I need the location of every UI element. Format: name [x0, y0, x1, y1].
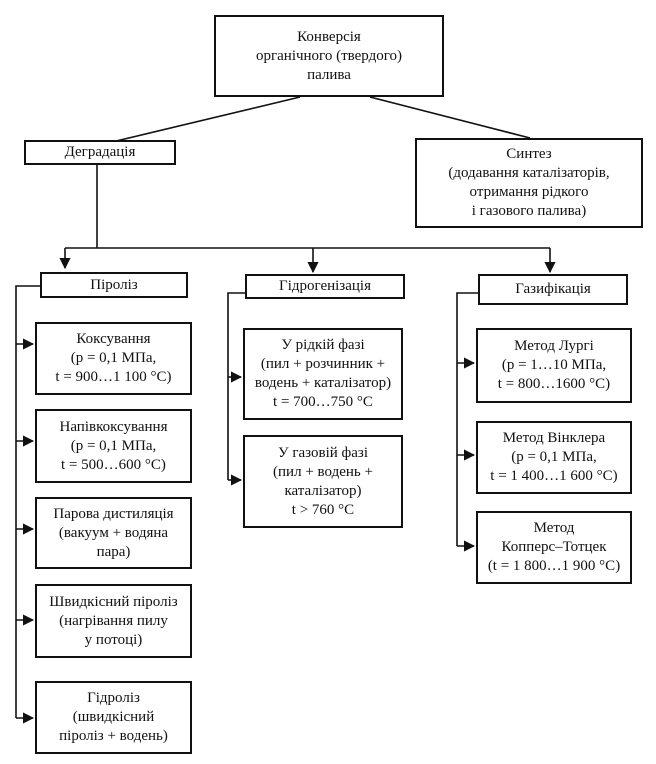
hydrogenation-item-gazova: У газовій фазі (пил + водень + каталізат… [243, 435, 403, 528]
item-line: (p = 0,1 МПа, [511, 449, 597, 465]
item-line: t = 900…1 100 °C) [55, 369, 172, 385]
synthesis-line-1: Синтез [506, 146, 552, 162]
root-line-3: палива [307, 66, 351, 83]
item-line: (p = 0,1 МПа, [70, 350, 157, 366]
item-line: t > 760 °C [291, 501, 355, 518]
gasification-label: Газифікація [515, 281, 591, 297]
root-line-2: органічного (твердого) [255, 47, 402, 64]
item-line: (t = 1 800…1 900 °C) [487, 558, 621, 574]
item-line: водень + каталізатор) [254, 375, 392, 391]
synthesis-line-3: отримання рідкого [469, 184, 589, 200]
item-line: каталізатор) [284, 482, 362, 499]
item-line: (p = 1…10 МПа, [501, 357, 607, 373]
hydrogenation-box: Гідрогенізація [245, 274, 405, 299]
item-line: (p = 0,1 МПа, [70, 437, 157, 454]
gasification-item-vinkler: Метод Вінклера (p = 0,1 МПа, t = 1 400…1… [476, 421, 632, 494]
synthesis-line-2: (додавання каталізаторів, [448, 165, 610, 181]
pyrolysis-box: Піроліз [40, 272, 188, 298]
degradation-box: Деградація [24, 140, 176, 165]
degradation-label: Деградація [64, 144, 136, 160]
gasification-spine [456, 292, 478, 546]
gasification-item-koppers: Метод Копперс–Тотцек (t = 1 800…1 900 °C… [476, 511, 632, 584]
gasification-item-lurgi: Метод Лургі (p = 1…10 МПа, t = 800…1600 … [476, 328, 632, 403]
item-line: Гідроліз [87, 690, 140, 706]
pyrolysis-item-napivkoks: Напівкоксування (p = 0,1 МПа, t = 500…60… [35, 409, 192, 483]
item-line: Метод Лургі [514, 338, 594, 354]
item-line: t = 500…600 °C) [61, 456, 166, 473]
pyrolysis-item-hidroliz: Гідроліз (швидкісний піроліз + водень) [35, 681, 192, 754]
item-line: У рідкій фазі [281, 337, 365, 353]
link-root-degradation [111, 96, 301, 143]
item-line: (пил + розчинник + [260, 356, 386, 372]
hydrogenation-label: Гідрогенізація [279, 278, 371, 294]
synthesis-line-4: і газового палива) [471, 203, 587, 219]
pyrolysis-spine [15, 285, 40, 718]
pyrolysis-item-koks: Коксування (p = 0,1 МПа, t = 900…1 100 °… [35, 322, 192, 395]
pyrolysis-item-shvydkisnyi: Швидкісний піроліз (нагрівання пилу у по… [35, 584, 192, 658]
hydrogenation-spine [227, 292, 245, 480]
item-line: t = 700…750 °C [273, 394, 373, 410]
item-line: (вакуум + водяна [58, 524, 169, 541]
synthesis-box: Синтез (додавання каталізаторів, отриман… [415, 138, 643, 228]
pyrolysis-label: Піроліз [90, 276, 138, 293]
gasification-box: Газифікація [478, 274, 628, 305]
item-line: Коксування [76, 331, 151, 347]
item-line: Метод Вінклера [502, 430, 606, 446]
item-line: t = 800…1600 °C) [497, 376, 611, 392]
item-line: У газовій фазі [277, 444, 368, 461]
hydrogenation-item-ridka: У рідкій фазі (пил + розчинник + водень … [243, 328, 403, 420]
root-line-1: Конверсія [297, 28, 361, 45]
pyrolysis-item-parova: Парова дистиляція (вакуум + водяна пара) [35, 497, 192, 569]
item-line: Швидкісний піроліз [49, 593, 178, 610]
item-line: Метод [533, 520, 575, 536]
item-line: пара) [96, 543, 131, 560]
item-line: (пил + водень + [273, 463, 373, 480]
item-line: Парова дистиляція [53, 505, 174, 522]
item-line: (нагрівання пилу [59, 612, 168, 629]
item-line: Копперс–Тотцек [501, 539, 607, 555]
item-line: (швидкісний [72, 709, 155, 725]
item-line: піроліз + водень) [59, 728, 168, 744]
item-line: t = 1 400…1 600 °C) [490, 468, 618, 484]
root-box: Конверсія органічного (твердого) палива [214, 15, 444, 97]
item-line: Напівкоксування [59, 418, 168, 435]
link-root-synthesis [369, 96, 531, 139]
item-line: у потоці) [84, 631, 143, 648]
